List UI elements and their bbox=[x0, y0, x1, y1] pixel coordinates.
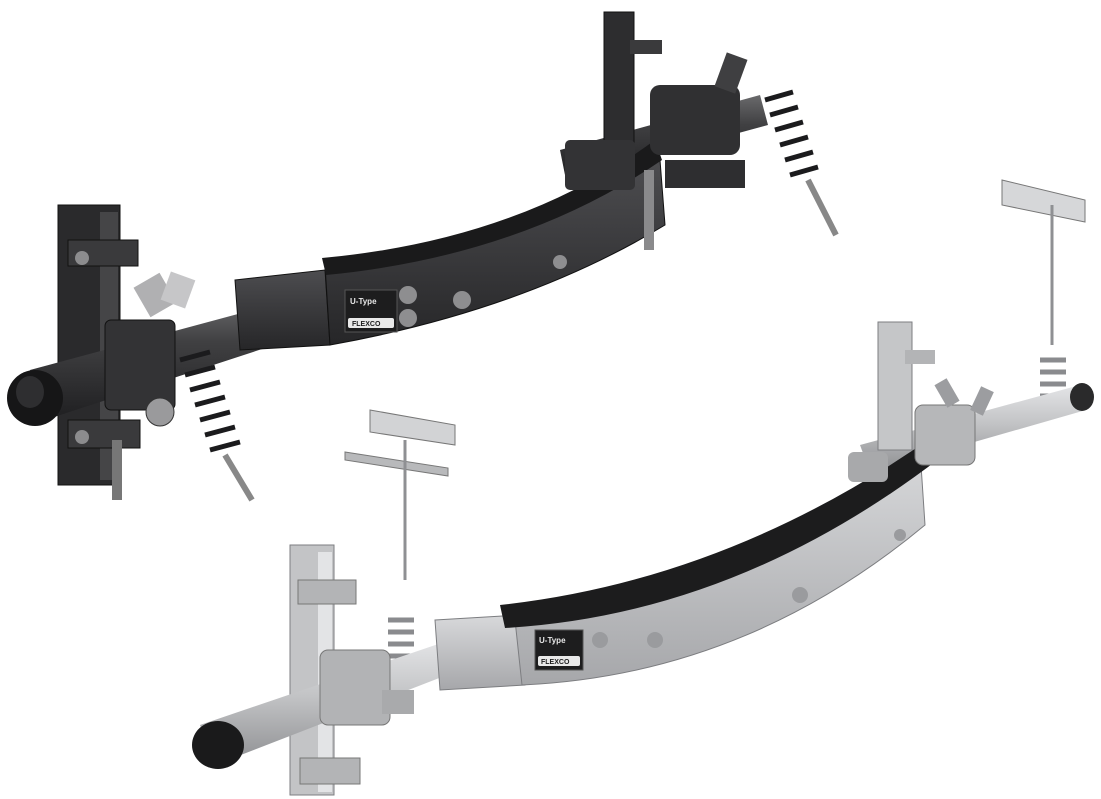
tension-spring-dark-left bbox=[179, 349, 255, 502]
rubber-blade-dark bbox=[322, 140, 662, 275]
tensioner-assembly-dark-left bbox=[104, 271, 196, 427]
product-label-dark: U-Type FLEXCO bbox=[344, 289, 398, 333]
suspension-spring-right bbox=[1040, 357, 1066, 411]
right-mount-bracket-light bbox=[848, 321, 994, 482]
product-label-light: U-Type FLEXCO bbox=[534, 629, 584, 671]
right-mount-bracket-dark bbox=[565, 11, 748, 250]
label-brand-text: FLEXCO bbox=[541, 659, 570, 666]
label-brand-text: FLEXCO bbox=[352, 321, 381, 328]
end-cap-light bbox=[192, 721, 244, 769]
label-model-text: U-Type bbox=[539, 636, 566, 645]
clamp-collar-light-left bbox=[319, 649, 414, 726]
hanger-bracket-right bbox=[1001, 179, 1086, 345]
cleaner-light: U-Type FLEXCO bbox=[192, 179, 1094, 796]
cleaner-dark: U-Type FLEXCO bbox=[7, 11, 839, 502]
blade-holder-dark bbox=[234, 140, 666, 351]
blade-holder-light bbox=[434, 435, 940, 691]
label-model-text: U-Type bbox=[350, 297, 377, 306]
tension-spring-dark-right bbox=[764, 89, 839, 237]
rubber-blade-light bbox=[500, 435, 940, 628]
suspension-spring-left bbox=[388, 617, 414, 683]
hanger-bracket-left bbox=[344, 409, 456, 580]
